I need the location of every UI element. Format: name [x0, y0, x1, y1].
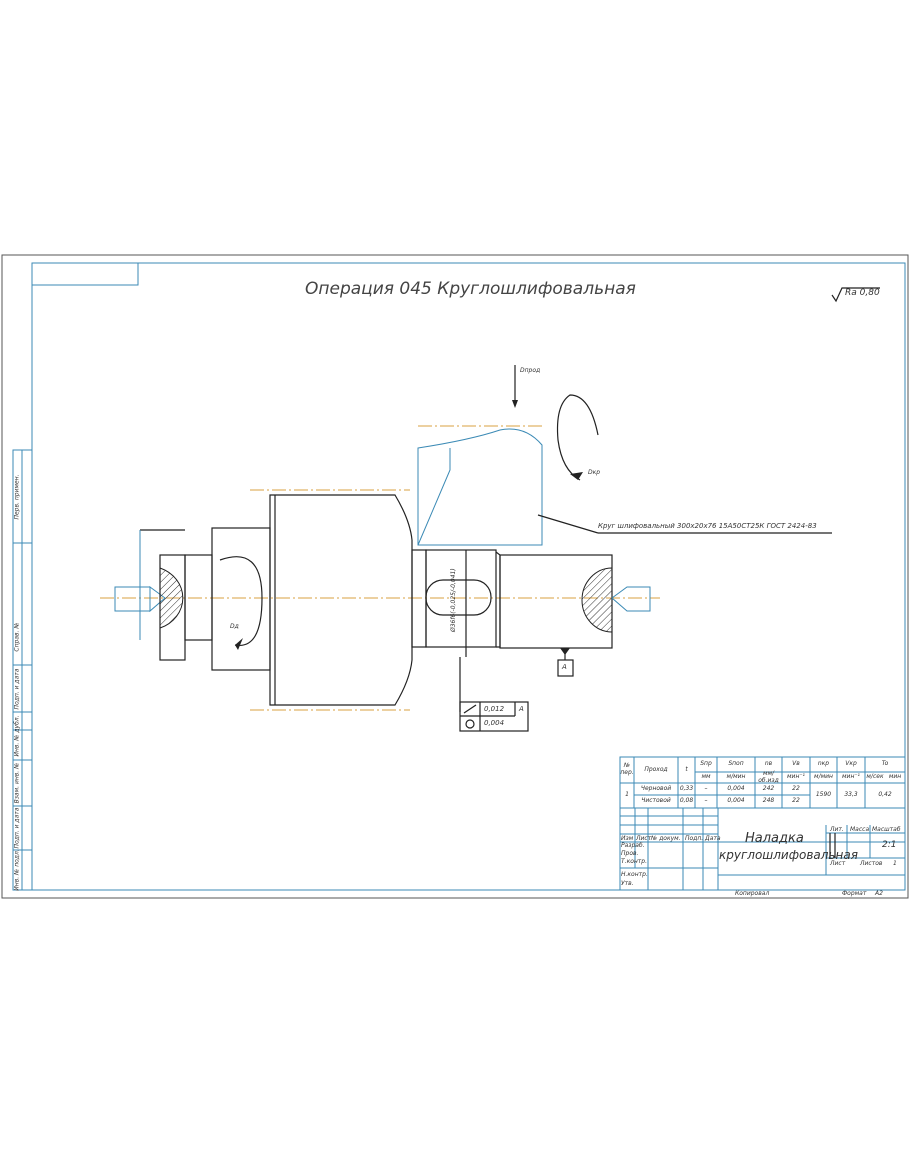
tb-sheets: Листов — [860, 860, 883, 867]
runout-datum: A — [519, 705, 524, 713]
header-cell: nкр — [817, 760, 830, 768]
tb-role: Н.контр. — [621, 871, 648, 878]
table-cell: 1590 — [815, 791, 832, 799]
unit-cell: мм/об.изд — [758, 769, 779, 784]
stamp-cell: Перв. примен. — [13, 450, 22, 543]
tb-col: Подп. — [685, 835, 704, 842]
wheel-rotation-label: Dкр — [588, 469, 601, 476]
unit-cell: м/мин — [726, 773, 746, 781]
header-cell: Vкр — [845, 760, 857, 768]
table-cell: – — [704, 784, 708, 792]
datum-label: A — [562, 663, 567, 671]
stamp-cell: Инв. № подл. — [13, 849, 22, 891]
feed-label: Dпрод — [520, 367, 541, 374]
stamp-label: Инв. № подл. — [13, 849, 21, 891]
tb-lit: Лит. — [830, 826, 844, 833]
tb-col: Изм — [621, 835, 634, 842]
table-cell: 22 — [792, 784, 800, 792]
table-cell: 242 — [762, 784, 775, 792]
wheel-callout: Круг шлифовальный 300х20х76 15А50СТ25К Г… — [598, 522, 817, 530]
stamp-cell: Инв. № дубл. — [13, 712, 22, 760]
tb-col: Лист — [636, 835, 652, 842]
stamp-label: Инв. № дубл. — [13, 715, 21, 757]
header-cell: Проход — [644, 765, 668, 773]
outer-border — [1, 254, 909, 899]
table-cell: 22 — [792, 797, 800, 805]
unit-cell: мин — [888, 773, 902, 781]
table-cell: Черновой — [640, 784, 672, 792]
table-cell: 248 — [762, 797, 775, 805]
grinding-wheel — [417, 428, 543, 546]
tb-mass: Масса — [850, 826, 870, 833]
table-cell: 0,004 — [727, 784, 745, 792]
tb-sheet: Лист — [830, 860, 846, 867]
unit-cell: мм — [701, 773, 711, 781]
stamp-label: Перв. примен. — [13, 473, 21, 520]
header-cell: nв — [764, 760, 773, 768]
stamp-cell: Взам. инв. № — [13, 760, 22, 806]
header-cell: t — [685, 765, 688, 773]
table-cell: 0,33 — [679, 784, 694, 792]
header-cell: Sпоп — [728, 760, 744, 768]
corner-stamp — [31, 262, 139, 286]
page-title: Операция 045 Круглошлифовальная — [305, 279, 636, 299]
roughness-icon — [831, 287, 880, 303]
stamp-label: Подп. и дата — [13, 668, 21, 709]
workpiece — [184, 494, 651, 706]
unit-cell: м/сек — [866, 773, 884, 781]
datum-box — [557, 659, 574, 677]
header-cell: № пер. — [620, 762, 634, 776]
tb-role: Утв. — [621, 880, 634, 887]
header-cell: To — [881, 760, 889, 768]
tb-format-value: А2 — [875, 890, 883, 897]
runout-value: 0,012 — [484, 705, 505, 713]
tb-scale-label: Масштаб — [872, 826, 901, 833]
roughness-label: Ra 0,80 — [845, 288, 880, 298]
table-cell: 0,004 — [727, 797, 745, 805]
header-cell: Sпр — [700, 760, 712, 768]
stamp-label: Справ. № — [13, 621, 21, 652]
tb-role: Разраб. — [621, 842, 645, 849]
part-rotation-label: Dд — [230, 623, 239, 630]
tb-scale: 2:1 — [882, 840, 897, 850]
table-cell: 0,42 — [878, 791, 892, 799]
table-cell: – — [704, 797, 708, 805]
tb-sheets-count: 1 — [893, 860, 897, 867]
table-cell: 0,08 — [679, 797, 694, 805]
unit-cell: мин⁻¹ — [787, 773, 805, 781]
unit-cell: м/мин — [814, 773, 833, 781]
tb-copied: Копировал — [735, 890, 770, 897]
stamp-cell: Подп. и дата — [13, 806, 22, 850]
title-block-grid — [619, 807, 906, 891]
cylindricity-value: 0,004 — [484, 719, 505, 727]
stamp-label: Подп. и дата — [13, 807, 21, 849]
table-cell: 1 — [625, 791, 629, 799]
diameter-dimension: Ø36f6(-0,025/-0,041) — [450, 568, 457, 632]
drawing-name-2: круглошлифовальная — [719, 848, 858, 862]
stamp-label: Взам. инв. № — [13, 762, 21, 804]
tb-col: Дата — [705, 835, 721, 842]
tb-col: № докум. — [651, 835, 681, 842]
table-cell: Чистовой — [641, 797, 671, 805]
stamp-cell: Подп. и дата — [13, 665, 22, 712]
tb-role: Пров. — [621, 850, 639, 857]
tb-format: Формат — [842, 890, 867, 897]
tolerance-frame — [459, 701, 529, 732]
header-cell: Vв — [792, 760, 800, 768]
left-center — [114, 529, 186, 661]
table-cell: 33,3 — [844, 791, 858, 799]
drawing-name: Наладка — [745, 831, 804, 846]
unit-cell: мин⁻¹ — [842, 773, 860, 781]
tb-role: Т.контр. — [621, 858, 648, 865]
side-stamps-grid — [12, 449, 33, 891]
